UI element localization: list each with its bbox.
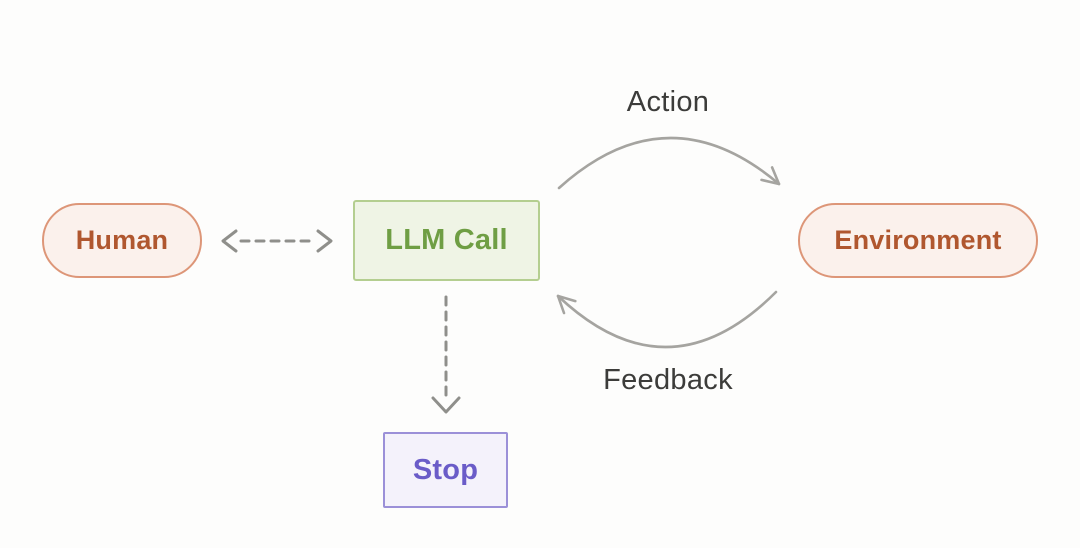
node-llm-call-label: LLM Call — [385, 224, 508, 256]
node-environment: Environment — [798, 203, 1038, 278]
left-chevron-icon — [221, 229, 238, 253]
node-llm-call: LLM Call — [353, 200, 540, 281]
action-edge-label: Action — [626, 86, 710, 118]
llm-stop-dashed-arrow — [431, 295, 461, 414]
node-human: Human — [42, 203, 202, 278]
feedback-edge-label: Feedback — [603, 364, 733, 396]
node-human-label: Human — [75, 225, 169, 255]
feedback-arrowhead-icon — [556, 294, 577, 315]
human-llm-dashed-arrow — [221, 229, 333, 253]
action-arrowhead-icon — [760, 166, 781, 186]
action-arrow — [557, 136, 781, 190]
feedback-arrow — [556, 290, 778, 349]
right-chevron-icon — [316, 229, 333, 253]
node-stop-label: Stop — [412, 453, 479, 486]
down-chevron-icon — [431, 396, 461, 414]
node-environment-label: Environment — [834, 225, 1002, 255]
node-stop: Stop — [383, 432, 508, 508]
